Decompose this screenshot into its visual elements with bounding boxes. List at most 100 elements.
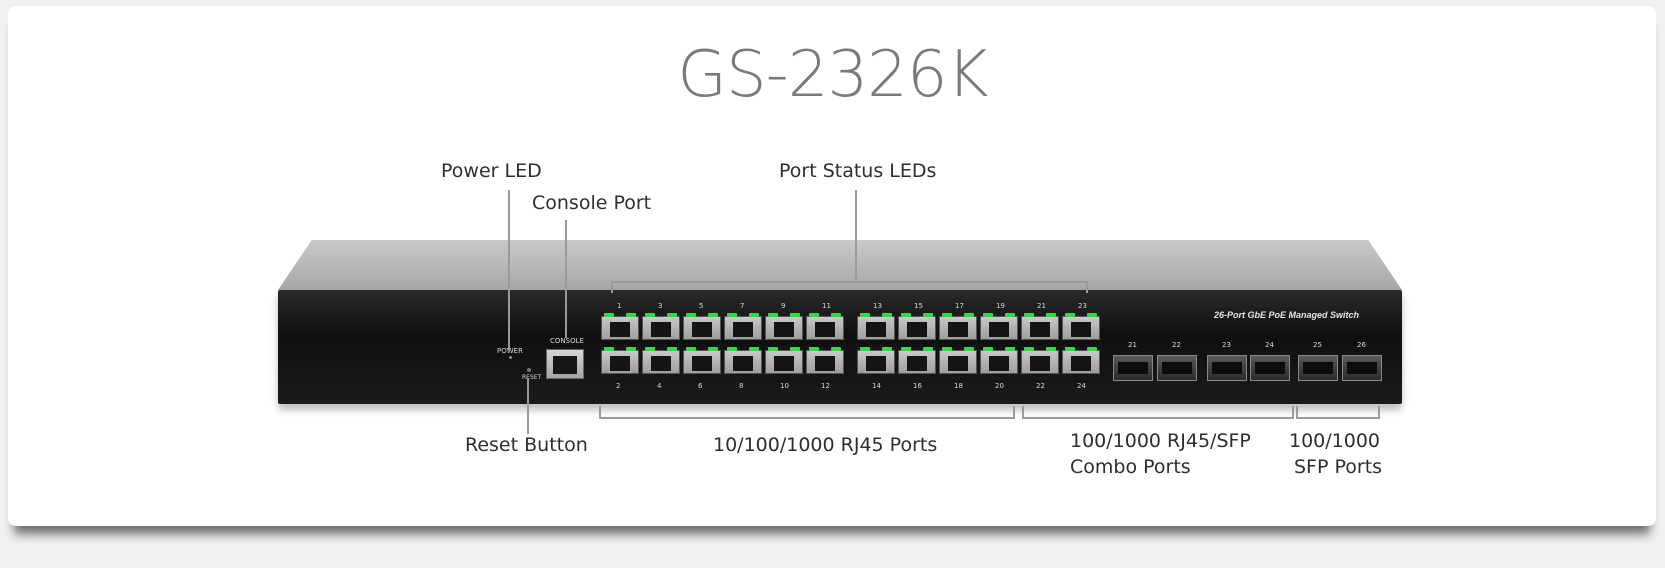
- port-status-led: [942, 313, 952, 317]
- reset-button[interactable]: [527, 368, 531, 372]
- port-status-led: [1046, 313, 1056, 317]
- port-status-led: [923, 313, 933, 317]
- port-rj45-top: [857, 316, 895, 340]
- port-status-led: [645, 347, 655, 351]
- port-rj45-top: [1062, 316, 1100, 340]
- port-status-led: [667, 347, 677, 351]
- sfp-port-number: 22: [1172, 341, 1181, 349]
- port-status-led: [964, 313, 974, 317]
- port-status-led: [901, 313, 911, 317]
- rj45-bracket: [599, 417, 1015, 419]
- combo-sfp-cage: [1157, 355, 1197, 381]
- port-status-led: [1087, 313, 1097, 317]
- port-status-leader: [855, 190, 857, 282]
- port-status-led: [790, 347, 800, 351]
- console-port: [546, 349, 584, 379]
- port-number-top: 17: [955, 302, 964, 310]
- sfp-port-number: 21: [1128, 341, 1137, 349]
- page-title: GS-2326K: [677, 38, 988, 112]
- port-number-top: 23: [1078, 302, 1087, 310]
- port-status-led: [667, 313, 677, 317]
- port-number-bottom: 18: [954, 382, 963, 390]
- port-status-bracket-left: [611, 281, 613, 293]
- port-status-led: [923, 347, 933, 351]
- port-number-bottom: 4: [657, 382, 662, 390]
- port-status-led: [604, 347, 614, 351]
- port-status-led: [831, 347, 841, 351]
- port-number-top: 5: [699, 302, 704, 310]
- port-status-led: [882, 347, 892, 351]
- port-status-led: [790, 313, 800, 317]
- sfp-port-number: 24: [1265, 341, 1274, 349]
- port-rj45-top: [683, 316, 721, 340]
- sfp-cage: [1298, 355, 1338, 381]
- port-rj45-top: [898, 316, 936, 340]
- port-number-top: 3: [658, 302, 663, 310]
- port-rj45-top: [642, 316, 680, 340]
- combo-ports-label-line2: Combo Ports: [1070, 456, 1191, 478]
- sfp-cage: [1342, 355, 1382, 381]
- port-number-bottom: 10: [780, 382, 789, 390]
- port-status-led: [645, 313, 655, 317]
- port-number-top: 1: [617, 302, 622, 310]
- port-number-top: 13: [873, 302, 882, 310]
- port-status-bracket: [611, 281, 1088, 283]
- port-rj45-bottom: [765, 350, 803, 374]
- sfp-ports-label-line1: 100/1000: [1289, 430, 1381, 452]
- port-status-led: [686, 347, 696, 351]
- port-rj45-bottom: [601, 350, 639, 374]
- port-status-led: [1065, 313, 1075, 317]
- port-status-led: [860, 313, 870, 317]
- sfp-port-number: 23: [1222, 341, 1231, 349]
- port-number-top: 19: [996, 302, 1005, 310]
- port-status-led: [942, 347, 952, 351]
- port-number-bottom: 2: [616, 382, 621, 390]
- port-rj45-top: [601, 316, 639, 340]
- port-status-led: [983, 313, 993, 317]
- port-status-bracket-right: [1086, 281, 1088, 293]
- port-status-led: [901, 347, 911, 351]
- port-number-bottom: 24: [1077, 382, 1086, 390]
- port-rj45-top: [1021, 316, 1059, 340]
- port-status-led: [1024, 313, 1034, 317]
- rj45-bracket-left: [599, 406, 601, 418]
- port-status-led: [983, 347, 993, 351]
- sfp-bracket-right: [1378, 406, 1380, 418]
- port-number-bottom: 20: [995, 382, 1004, 390]
- reset-leader: [527, 378, 529, 434]
- combo-sfp-cage: [1207, 355, 1247, 381]
- port-number-bottom: 22: [1036, 382, 1045, 390]
- port-status-led: [749, 347, 759, 351]
- port-status-leds-label: Port Status LEDs: [779, 160, 937, 182]
- port-rj45-top: [765, 316, 803, 340]
- brand-text: 26-Port GbE PoE Managed Switch: [1214, 310, 1360, 320]
- reset-button-label: Reset Button: [465, 434, 588, 456]
- power-led-label: Power LED: [441, 160, 542, 182]
- port-status-led: [809, 347, 819, 351]
- power-led: [509, 356, 512, 359]
- port-number-bottom: 8: [739, 382, 744, 390]
- power-led-leader: [508, 190, 510, 350]
- port-status-led: [749, 313, 759, 317]
- port-status-led: [727, 347, 737, 351]
- port-status-led: [768, 313, 778, 317]
- console-port-callout: Console Port: [532, 192, 652, 214]
- port-status-led: [604, 313, 614, 317]
- port-status-led: [727, 313, 737, 317]
- port-status-led: [1024, 347, 1034, 351]
- port-number-bottom: 6: [698, 382, 703, 390]
- port-status-led: [831, 313, 841, 317]
- port-rj45-bottom: [642, 350, 680, 374]
- port-number-top: 9: [781, 302, 786, 310]
- combo-bracket-left: [1022, 406, 1024, 418]
- port-rj45-bottom: [857, 350, 895, 374]
- port-rj45-bottom: [683, 350, 721, 374]
- port-status-led: [1046, 347, 1056, 351]
- rj45-ports-label: 10/100/1000 RJ45 Ports: [713, 434, 938, 456]
- combo-sfp-cage: [1113, 355, 1153, 381]
- port-status-led: [964, 347, 974, 351]
- port-rj45-top: [980, 316, 1018, 340]
- port-status-led: [1005, 313, 1015, 317]
- port-number-top: 7: [740, 302, 745, 310]
- port-rj45-top: [806, 316, 844, 340]
